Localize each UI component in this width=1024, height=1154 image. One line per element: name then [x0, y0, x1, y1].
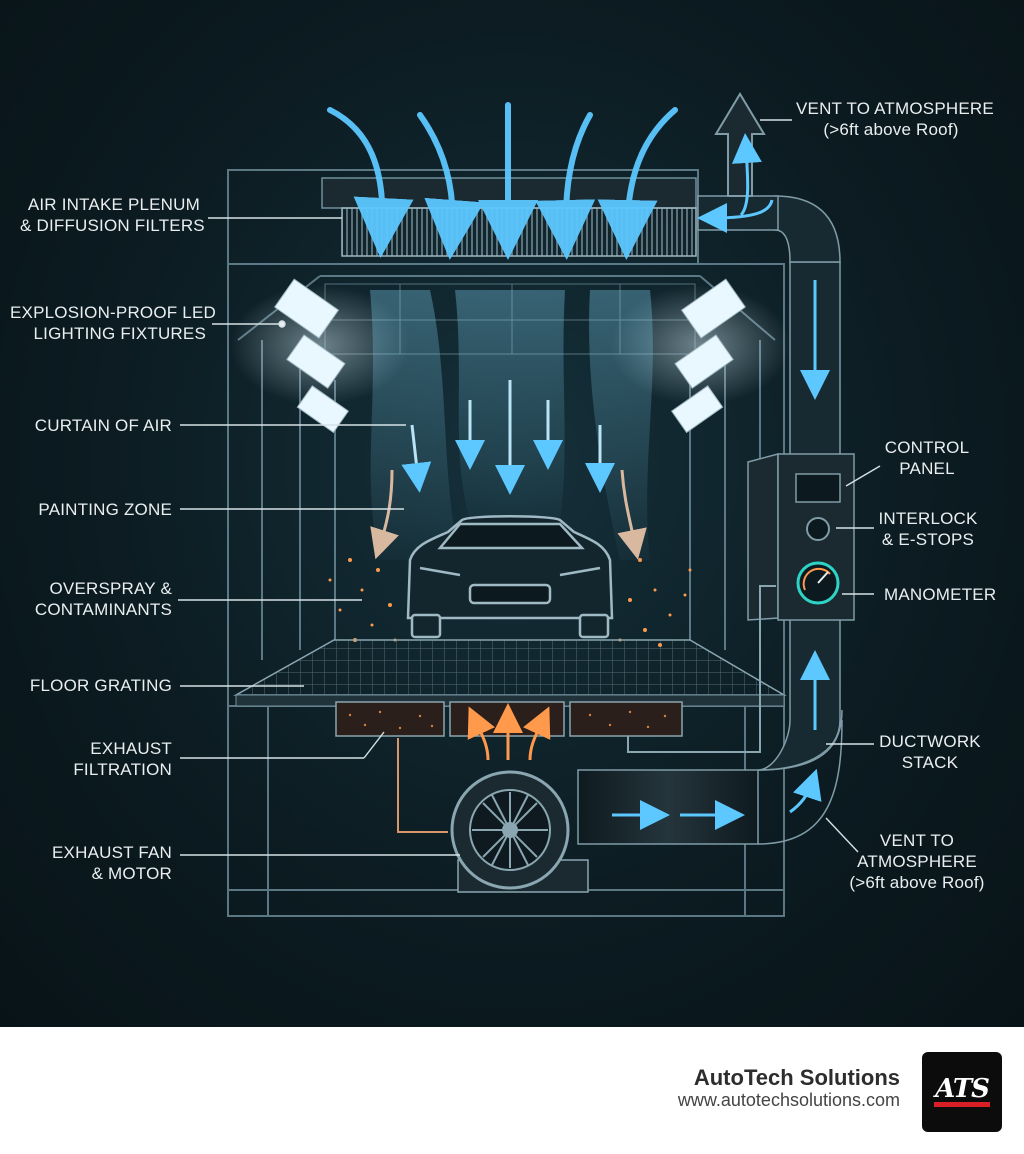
label-exhaust-fan: EXHAUST FAN& MOTOR: [52, 843, 172, 883]
footer: AutoTech Solutions www.autotechsolutions…: [0, 1027, 1024, 1154]
label-interlock: INTERLOCK& E-STOPS: [878, 509, 978, 549]
car-silhouette: [406, 515, 614, 639]
paint-booth-diagram: AIR INTAKE PLENUM& DIFFUSION FILTERS EXP…: [0, 0, 1024, 1027]
label-overspray: OVERSPRAY &CONTAMINANTS: [34, 579, 172, 619]
manometer-tube: [627, 585, 776, 753]
leader-lines: [178, 119, 881, 856]
intake-airflow-arrows: [327, 102, 678, 260]
floor-grating: [233, 639, 787, 696]
control-panel-box: [747, 453, 855, 621]
label-vent-top: VENT TO ATMOSPHERE(>6ft above Roof): [796, 99, 994, 139]
downdraft-arrows: [401, 380, 615, 495]
duct-airflow-arrows: [612, 199, 830, 830]
led-light-left: [230, 278, 410, 434]
company-name: AutoTech Solutions: [693, 1065, 900, 1090]
vent-stack-arrow: [714, 92, 766, 217]
exhaust-fan: [450, 770, 589, 893]
exhaust-orange-arrows: [467, 703, 551, 761]
label-air-intake: AIR INTAKE PLENUM& DIFFUSION FILTERS: [20, 195, 205, 235]
led-light-right: [610, 278, 790, 434]
label-floor-grating: FLOOR GRATING: [29, 676, 172, 695]
company-url[interactable]: www.autotechsolutions.com: [677, 1090, 900, 1110]
label-painting-zone: PAINTING ZONE: [38, 500, 172, 519]
logo-lettering: ATS: [935, 1074, 990, 1104]
logo-accent-bar: [934, 1102, 990, 1107]
filter-tube: [397, 738, 448, 833]
label-curtain-of-air: CURTAIN OF AIR: [34, 416, 172, 435]
company-logo: ATS: [922, 1052, 1002, 1132]
label-manometer: MANOMETER: [884, 585, 997, 604]
paint-booth-illustration: [178, 92, 881, 917]
diffusion-filter: [341, 207, 697, 257]
